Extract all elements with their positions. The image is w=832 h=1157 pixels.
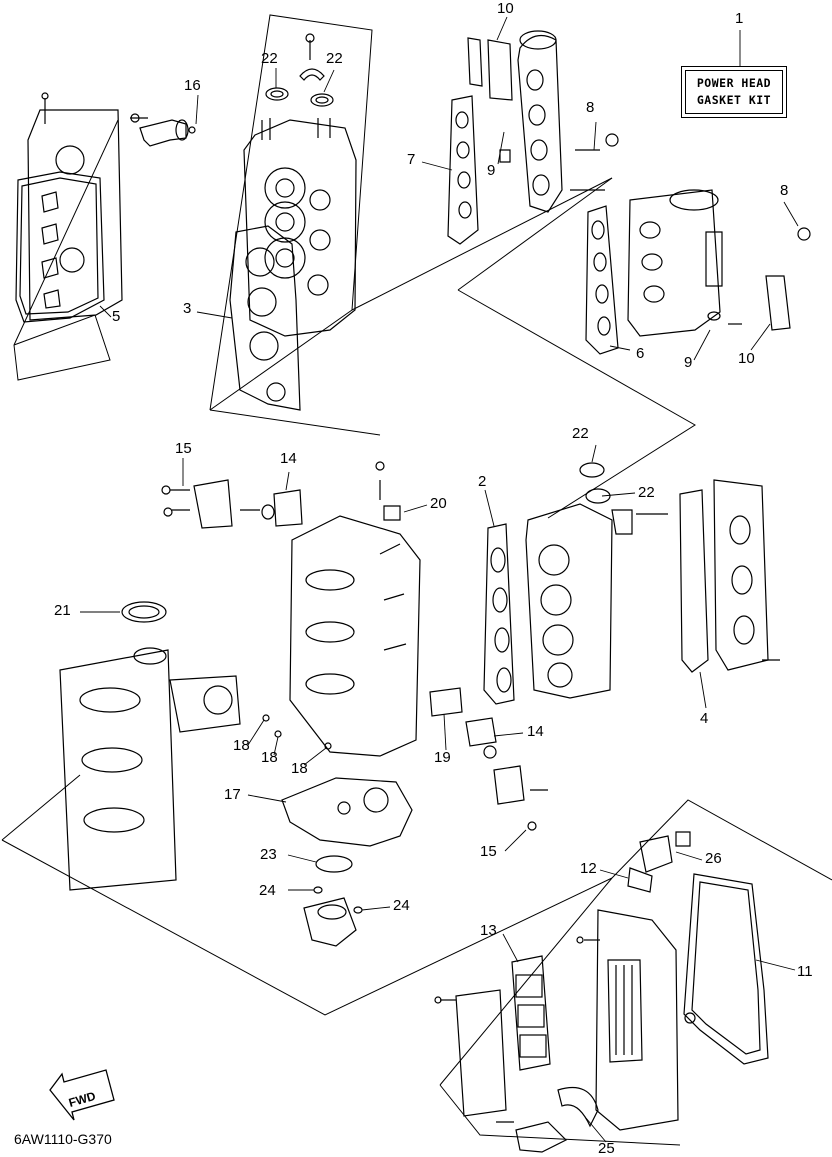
fwd-arrow-icon: FWD bbox=[49, 1069, 115, 1121]
callout-21: 21 bbox=[54, 602, 71, 619]
leader-lines bbox=[80, 16, 799, 1143]
callout-24b: 24 bbox=[393, 897, 410, 914]
callout-17: 17 bbox=[224, 786, 241, 803]
thermostat-upper bbox=[161, 479, 303, 529]
part-21-crankshaft bbox=[59, 601, 241, 891]
callout-25: 25 bbox=[598, 1140, 615, 1157]
callout-18a: 18 bbox=[233, 737, 250, 754]
kit-label-line1: POWER HEAD bbox=[696, 76, 772, 90]
callout-14b: 14 bbox=[527, 723, 544, 740]
callout-7: 7 bbox=[407, 151, 416, 168]
callout-15a: 15 bbox=[175, 440, 192, 457]
part-6-gasket bbox=[585, 205, 619, 355]
callout-24a: 24 bbox=[259, 882, 276, 899]
callout-9a: 9 bbox=[487, 162, 496, 179]
callout-15b: 15 bbox=[480, 843, 497, 860]
upper-cylinder-head bbox=[243, 33, 357, 337]
part-22-seals-upper bbox=[265, 68, 334, 107]
callout-22d: 22 bbox=[638, 484, 655, 501]
part-16-elbow bbox=[130, 113, 196, 147]
callout-12: 12 bbox=[580, 860, 597, 877]
part-17-gasket bbox=[262, 714, 413, 847]
callout-22b: 22 bbox=[326, 50, 343, 67]
upper-exhaust-manifold bbox=[467, 30, 619, 213]
callout-14a: 14 bbox=[280, 450, 297, 467]
callout-18c: 18 bbox=[291, 760, 308, 777]
callout-6: 6 bbox=[636, 345, 645, 362]
part-3-head-gasket bbox=[229, 225, 301, 411]
group-outlines bbox=[1, 14, 832, 1146]
fwd-label: FWD bbox=[67, 1089, 97, 1110]
callout-1: 1 bbox=[735, 10, 744, 27]
callout-26: 26 bbox=[705, 850, 722, 867]
callout-5: 5 bbox=[112, 308, 121, 325]
callout-3: 3 bbox=[183, 300, 192, 317]
callout-23: 23 bbox=[260, 846, 277, 863]
power-head-gasket-kit-label: POWER HEAD GASKET KIT bbox=[681, 66, 787, 118]
thermostat-lower bbox=[429, 687, 548, 831]
callout-20: 20 bbox=[430, 495, 447, 512]
callout-22c: 22 bbox=[572, 425, 589, 442]
callout-10a: 10 bbox=[497, 0, 514, 17]
lower-cylinder-head bbox=[525, 462, 668, 699]
part-7-gasket bbox=[447, 95, 479, 245]
callout-8b: 8 bbox=[780, 182, 789, 199]
part-4-cover bbox=[679, 479, 780, 673]
callout-18b: 18 bbox=[261, 749, 278, 766]
crankcase-block bbox=[289, 461, 421, 757]
part-2-gasket bbox=[483, 523, 515, 705]
right-exhaust-manifold bbox=[627, 189, 811, 337]
kit-label-line2: GASKET KIT bbox=[696, 93, 772, 107]
part-23-housing bbox=[303, 855, 363, 947]
callout-13: 13 bbox=[480, 922, 497, 939]
callout-10b: 10 bbox=[738, 350, 755, 367]
callout-22a: 22 bbox=[261, 50, 278, 67]
callout-19: 19 bbox=[434, 749, 451, 766]
part-13-cover bbox=[434, 955, 551, 1117]
diagram-code: 6AW1110-G370 bbox=[14, 1131, 112, 1147]
part-5-head-cover bbox=[15, 92, 123, 323]
part-11-gasket bbox=[683, 873, 769, 1065]
callout-16: 16 bbox=[184, 77, 201, 94]
lower-exhaust-cover bbox=[496, 831, 691, 1153]
callout-11: 11 bbox=[797, 963, 813, 980]
callout-4: 4 bbox=[700, 710, 709, 727]
callout-8a: 8 bbox=[586, 99, 595, 116]
callout-2: 2 bbox=[478, 473, 487, 490]
callout-9b: 9 bbox=[684, 354, 693, 371]
